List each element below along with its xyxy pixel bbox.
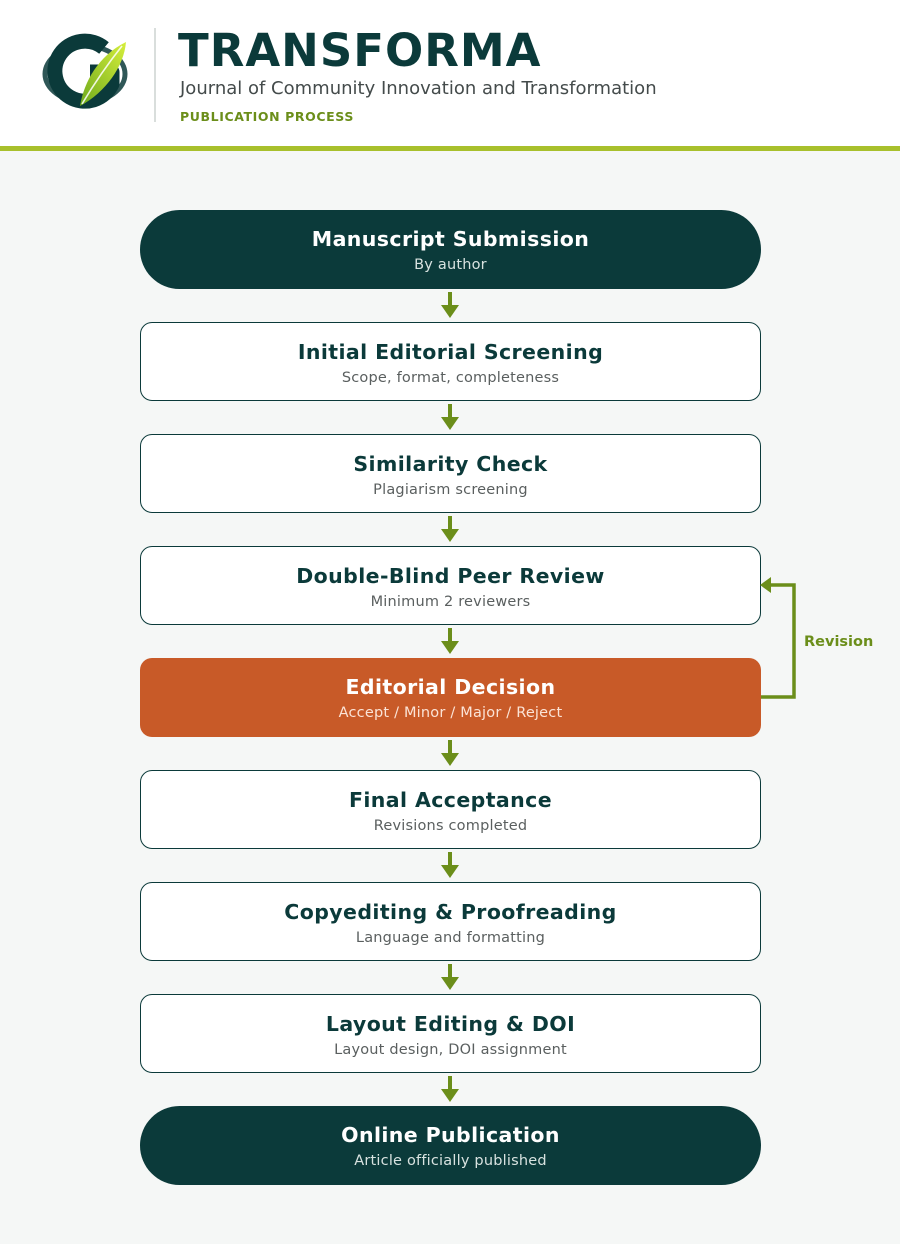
arrow-down-icon: [441, 404, 459, 430]
step-title: Layout Editing & DOI: [325, 1012, 576, 1036]
step-title: Initial Editorial Screening: [297, 340, 604, 364]
step-title: Copyediting & Proofreading: [284, 900, 617, 924]
step-subtitle: Scope, format, completeness: [341, 370, 560, 386]
arrow-down-icon: [441, 852, 459, 878]
header-accent-rule: [0, 146, 900, 151]
section-tag: PUBLICATION PROCESS: [180, 109, 354, 124]
arrow-down-icon: [441, 740, 459, 766]
revision-loop-arrow-icon: [760, 577, 796, 699]
step-subtitle: Article officially published: [354, 1153, 547, 1169]
journal-header: TRANSFORMA Journal of Community Innovati…: [0, 0, 900, 146]
step-online-publication: Online Publication Article officially pu…: [140, 1106, 761, 1185]
step-subtitle: Plagiarism screening: [373, 482, 528, 498]
journal-subtitle: Journal of Community Innovation and Tran…: [180, 78, 657, 99]
step-subtitle: Revisions completed: [373, 818, 528, 834]
step-subtitle: Language and formatting: [355, 930, 546, 946]
step-title: Double-Blind Peer Review: [296, 564, 605, 588]
step-title: Similarity Check: [353, 452, 548, 476]
revision-label: Revision: [804, 634, 874, 650]
arrow-down-icon: [441, 964, 459, 990]
step-title: Online Publication: [341, 1123, 560, 1147]
step-title: Editorial Decision: [345, 675, 556, 699]
step-subtitle: Accept / Minor / Major / Reject: [338, 705, 563, 721]
arrow-down-icon: [441, 516, 459, 542]
arrow-down-icon: [441, 292, 459, 318]
step-similarity-check: Similarity Check Plagiarism screening: [140, 434, 761, 513]
arrow-down-icon: [441, 1076, 459, 1102]
step-editorial-decision: Editorial Decision Accept / Minor / Majo…: [140, 658, 761, 737]
header-divider: [154, 28, 156, 122]
step-title: Manuscript Submission: [311, 227, 590, 251]
step-initial-editorial-screening: Initial Editorial Screening Scope, forma…: [140, 322, 761, 401]
step-manuscript-submission: Manuscript Submission By author: [140, 210, 761, 289]
step-subtitle: Minimum 2 reviewers: [370, 594, 531, 610]
journal-logo-icon: [42, 33, 128, 109]
step-copyediting-proofreading: Copyediting & Proofreading Language and …: [140, 882, 761, 961]
step-double-blind-peer-review: Double-Blind Peer Review Minimum 2 revie…: [140, 546, 761, 625]
step-subtitle: By author: [414, 257, 487, 273]
arrow-down-icon: [441, 628, 459, 654]
step-layout-editing-doi: Layout Editing & DOI Layout design, DOI …: [140, 994, 761, 1073]
step-subtitle: Layout design, DOI assignment: [334, 1042, 567, 1058]
journal-title: TRANSFORMA: [178, 24, 542, 77]
step-final-acceptance: Final Acceptance Revisions completed: [140, 770, 761, 849]
step-title: Final Acceptance: [348, 788, 553, 812]
